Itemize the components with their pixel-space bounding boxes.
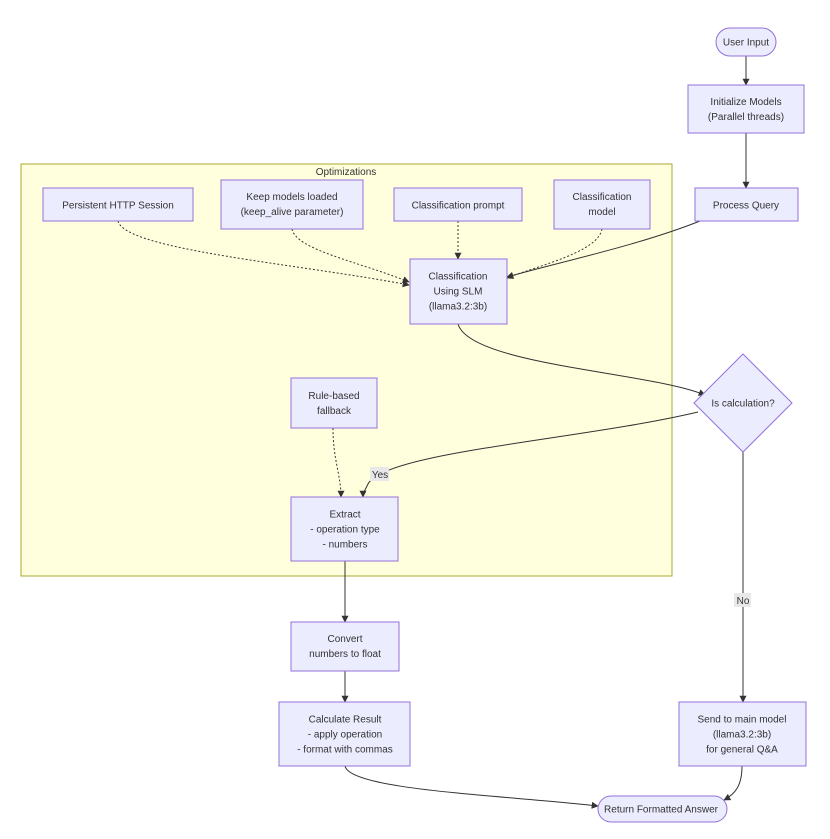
node-user-input: User Input xyxy=(715,27,777,57)
edge-send-to-return xyxy=(723,765,743,801)
node-calculate-result: Calculate Result - apply operation - forma… xyxy=(278,701,411,767)
node-label-line: Rule-based xyxy=(308,391,359,402)
node-label-line: - numbers xyxy=(322,540,367,551)
edge-model-to-classification xyxy=(506,228,603,279)
node-label-line: numbers to float xyxy=(309,649,381,660)
node-label-line: Process Query xyxy=(713,201,779,212)
node-label-line: Extract xyxy=(329,510,360,521)
node-extract: Extract - operation type - numbers xyxy=(290,496,399,562)
node-label-line: (llama3.2:3b) xyxy=(713,730,771,741)
node-label-line: (Parallel threads) xyxy=(708,112,784,123)
node-label-line: (keep_alive parameter) xyxy=(241,207,344,218)
no-label: No xyxy=(737,596,750,607)
node-label-line: (llama3.2:3b) xyxy=(429,302,487,313)
node-label-line: - format with commas xyxy=(297,745,393,756)
node-label-line: Keep models loaded xyxy=(246,192,337,203)
node-label-line: Send to main model xyxy=(698,715,787,726)
edge-fallback-to-extract xyxy=(332,427,345,498)
node-label-line: - apply operation xyxy=(308,730,383,741)
node-rule-based-fallback: Rule-based fallback xyxy=(290,377,378,429)
node-label-line: Initialize Models xyxy=(710,97,781,108)
node-label-line: Persistent HTTP Session xyxy=(62,201,174,212)
node-label-line: Convert xyxy=(327,634,362,645)
node-is-calculation-decision: Is calculation? xyxy=(693,353,793,453)
edge-classification-to-decision xyxy=(457,323,706,396)
node-label-line: - operation type xyxy=(310,525,380,536)
node-persistent-http-session: Persistent HTTP Session xyxy=(42,187,194,222)
node-keep-models-loaded: Keep models loaded (keep_alive parameter) xyxy=(220,179,364,230)
node-label-line: Classification prompt xyxy=(412,201,505,212)
edges xyxy=(117,56,750,809)
node-label-line: model xyxy=(588,207,615,218)
node-return-formatted-answer: Return Formatted Answer xyxy=(597,795,728,823)
node-send-to-main-model: Send to main model (llama3.2:3b) for gener… xyxy=(678,701,807,767)
node-label-line: User Input xyxy=(723,38,769,49)
edge-label-yes: Yes xyxy=(370,467,389,481)
edge-decision-yes-to-extract xyxy=(359,411,699,498)
node-label-line: fallback xyxy=(317,406,352,417)
node-classification-model: Classification model xyxy=(553,179,651,230)
node-label-line: Using SLM xyxy=(434,287,483,298)
node-label-line: Classification xyxy=(429,272,488,283)
node-label-line: Is calculation? xyxy=(711,399,775,410)
node-label-line: for general Q&A xyxy=(706,745,778,756)
edge-keep-to-classification xyxy=(291,228,410,283)
cluster-title: Optimizations xyxy=(316,167,377,178)
node-convert: Convert numbers to float xyxy=(290,621,400,672)
node-classification-prompt: Classification prompt xyxy=(393,187,523,222)
node-label-line: Return Formatted Answer xyxy=(604,805,719,816)
edge-label-no: No xyxy=(734,593,751,607)
yes-label: Yes xyxy=(372,470,388,481)
edge-calculate-to-return xyxy=(344,765,599,809)
node-process-query: Process Query xyxy=(694,187,799,222)
edge-process-to-classification xyxy=(506,220,701,279)
node-initialize-models: Initialize Models (Parallel threads) xyxy=(687,84,805,134)
node-label-line: Classification xyxy=(573,192,632,203)
node-label-line: Calculate Result xyxy=(309,715,382,726)
